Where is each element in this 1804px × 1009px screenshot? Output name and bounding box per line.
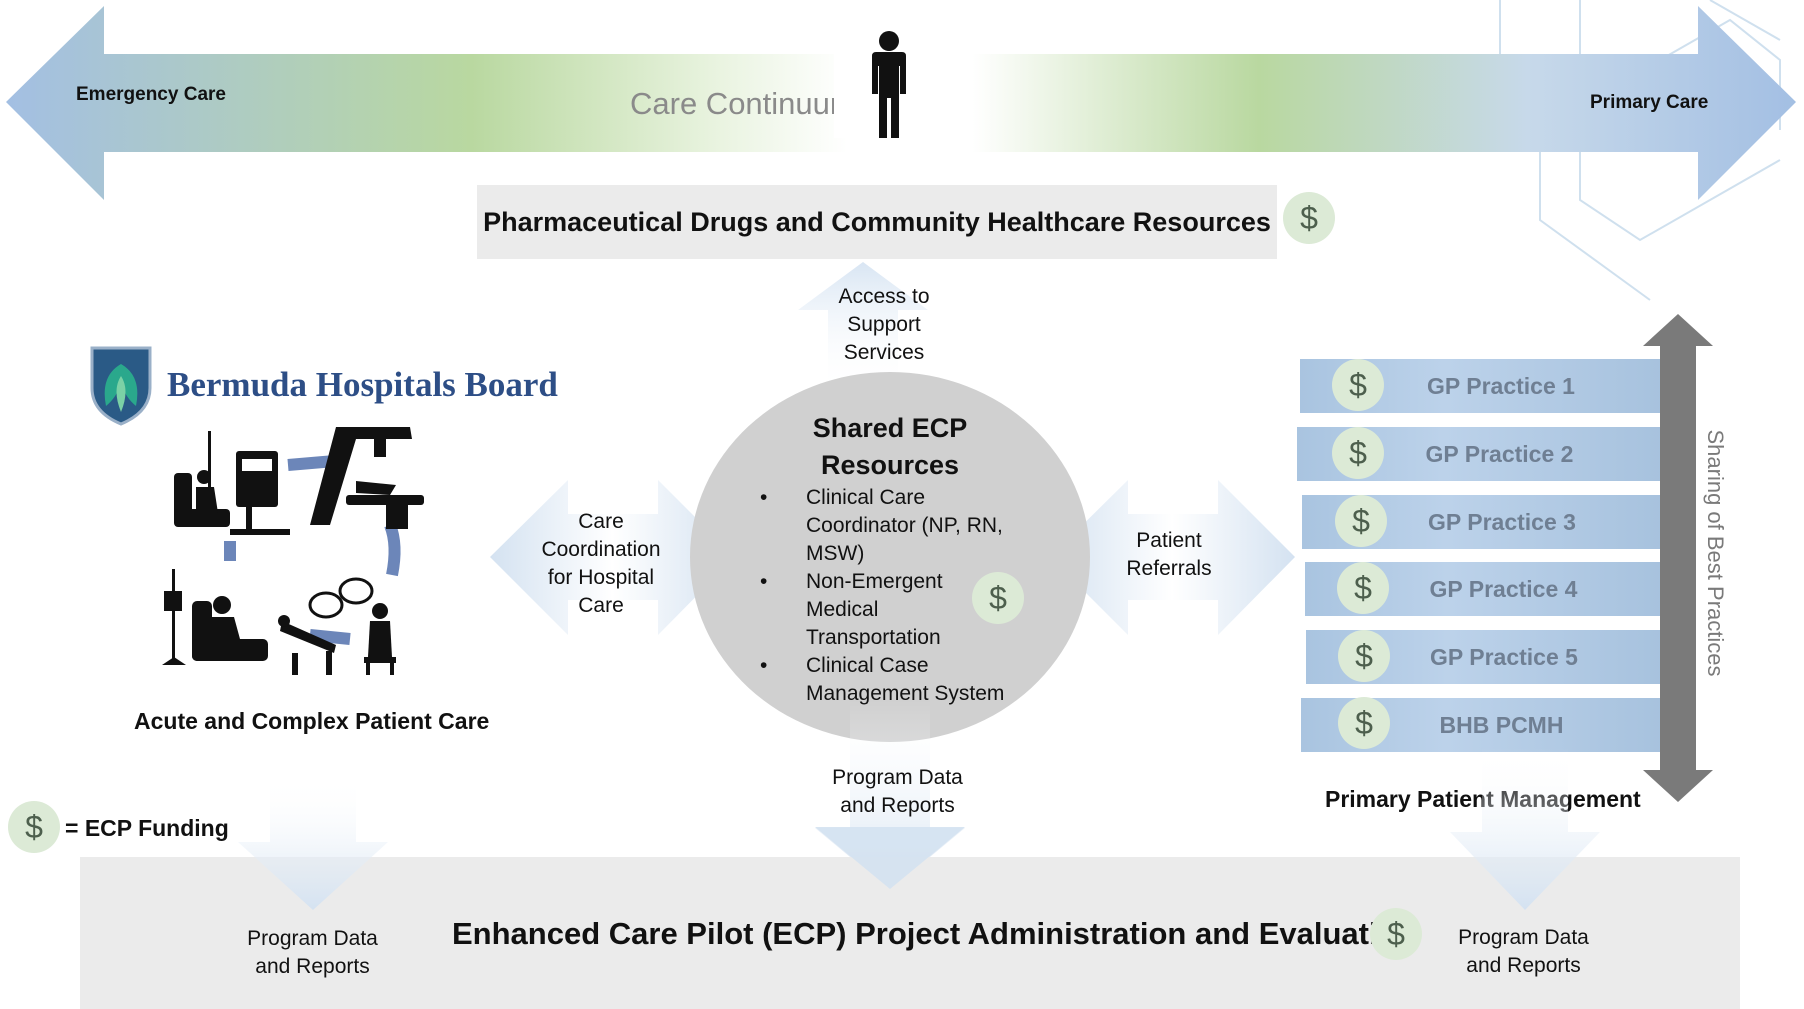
access-support-label: Access to Support Services	[838, 285, 930, 364]
pharma-resources-title: Pharmaceutical Drugs and Community Healt…	[483, 207, 1271, 237]
care-continuum-label: Care Continuum	[630, 86, 856, 121]
shared-resources-list: •Clinical Care Coordinator (NP, RN, MSW)…	[758, 484, 1020, 708]
legend-dollar-icon: $	[8, 801, 60, 853]
shared-resources-circle	[690, 372, 1090, 742]
legend-text: = ECP Funding	[65, 815, 229, 841]
dollar-icon: $	[1338, 630, 1390, 682]
sharing-vertical-arrow	[1643, 314, 1713, 802]
patient-referrals-arrow	[1050, 480, 1295, 635]
dollar-icon: $	[1283, 192, 1335, 244]
dollar-icon: $	[1332, 427, 1384, 479]
shared-item-1: •Clinical Care Coordinator (NP, RN, MSW)	[760, 486, 1003, 565]
right-down-arrow	[1450, 748, 1600, 910]
care-coordination-label: Care Coordination for Hospital Care	[541, 510, 661, 617]
acute-care-caption: Acute and Complex Patient Care	[134, 708, 490, 734]
care-coordination-arrow	[490, 480, 735, 635]
admin-evaluation-title: Enhanced Care Pilot (ECP) Project Admini…	[452, 916, 1416, 951]
dollar-icon: $	[1335, 495, 1387, 547]
left-down-arrow	[238, 776, 388, 910]
primary-care-label: Primary Care	[1590, 92, 1709, 113]
dollar-icon: $	[1332, 359, 1384, 411]
therapy-session-icon	[278, 577, 396, 675]
sharing-best-practices-label: Sharing of Best Practices	[1703, 429, 1728, 677]
dialysis-chair-icon	[174, 431, 290, 535]
access-up-arrow	[798, 262, 928, 392]
patient-referrals-label: Patient Referrals	[1126, 529, 1212, 580]
acute-care-icons	[162, 427, 424, 675]
pharma-resources-box: Pharmaceutical Drugs and Community Healt…	[477, 185, 1277, 259]
shield-logo-icon	[90, 346, 152, 426]
program-data-right-label: Program Data and Reports	[1458, 926, 1589, 977]
iv-chair-icon	[162, 569, 268, 665]
program-data-center-label: Program Data and Reports	[832, 766, 963, 817]
program-data-left-label: Program Data and Reports	[247, 927, 378, 978]
dollar-icon: $	[1338, 697, 1390, 749]
shared-item-2: •Non-Emergent Medical Transportation	[760, 570, 943, 649]
scanner-icon	[310, 427, 424, 529]
dollar-icon: $	[1337, 562, 1389, 614]
bermuda-hospitals-logo-text: Bermuda Hospitals Board	[167, 365, 558, 404]
admin-evaluation-box	[80, 857, 1740, 1009]
center-down-arrow-head	[815, 827, 965, 889]
dollar-icon: $	[1370, 908, 1422, 960]
dollar-icon: $	[972, 572, 1024, 624]
shared-item-3: •Clinical Case Management System	[760, 654, 1005, 705]
person-icon	[872, 31, 906, 138]
shared-resources-title: Shared ECP Resources	[812, 413, 968, 480]
emergency-care-label: Emergency Care	[76, 84, 226, 105]
